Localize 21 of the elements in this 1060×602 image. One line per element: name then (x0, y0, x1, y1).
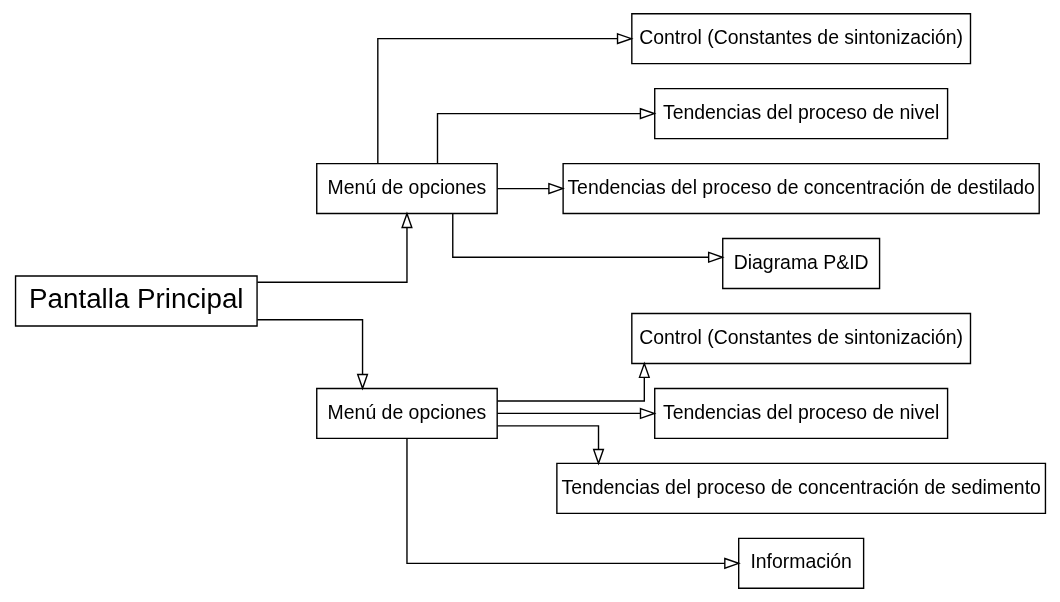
node-box: Tendencias del proceso de nivel (653, 87, 948, 140)
node-box: Menú de opciones (315, 387, 498, 440)
arrow (496, 182, 565, 195)
node-box: Tendencias del proceso de nivel (653, 387, 948, 440)
arrow (436, 107, 656, 164)
arrow (256, 319, 368, 391)
arrow (496, 425, 604, 466)
arrow (256, 211, 413, 283)
node-box: Información (737, 537, 864, 589)
node-box: Tendencias del proceso de concentración de destilado (561, 162, 1040, 215)
node-box: Control (Constantes de sintonización) (630, 312, 971, 365)
node-box: Tendencias del proceso de concentración de sedimento (555, 462, 1046, 515)
node-box: Menú de opciones (315, 162, 498, 215)
arrow (496, 407, 656, 420)
arrow (496, 361, 650, 402)
node-box: Control (Constantes de sintonización) (630, 13, 971, 65)
arrow (405, 438, 741, 570)
node-box: Pantalla Principal (14, 275, 258, 327)
node-box: Diagrama P&ID (721, 237, 880, 290)
arrow (376, 32, 633, 164)
arrow (451, 213, 725, 264)
